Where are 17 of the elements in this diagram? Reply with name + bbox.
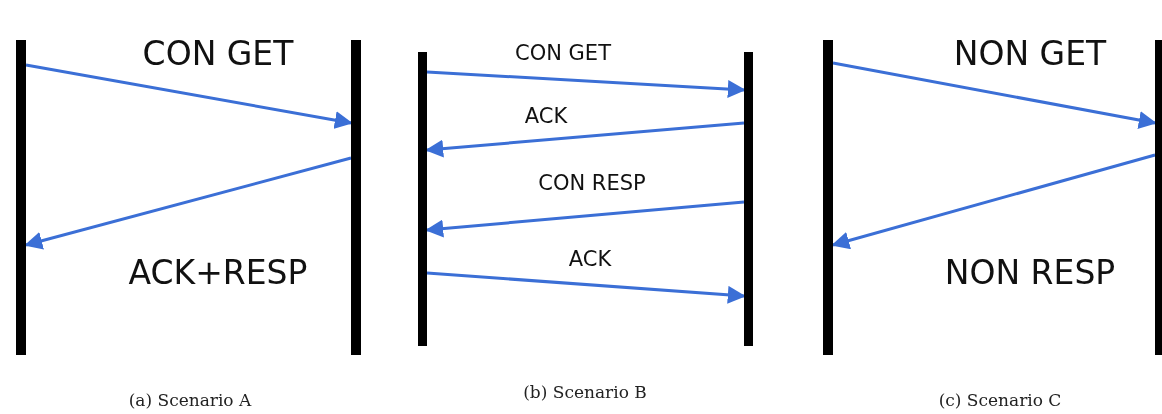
arrow (25, 63, 353, 129)
arrow (425, 200, 745, 238)
arrow (832, 61, 1157, 129)
caption: (b) Scenario B (523, 382, 647, 402)
caption: (c) Scenario C (938, 390, 1062, 410)
lifeline-bar (418, 52, 427, 346)
lifeline-bar (823, 40, 833, 355)
lifeline-bar (16, 40, 26, 355)
arrow (831, 153, 1156, 250)
arrow (24, 156, 352, 250)
lifeline-bar (351, 40, 361, 355)
arrow (426, 70, 746, 99)
caption: (a) Scenario A (128, 390, 252, 410)
lifeline-bar (1155, 40, 1162, 355)
arrow (425, 121, 745, 158)
lifeline-bar (744, 52, 753, 346)
arrow (426, 271, 746, 304)
